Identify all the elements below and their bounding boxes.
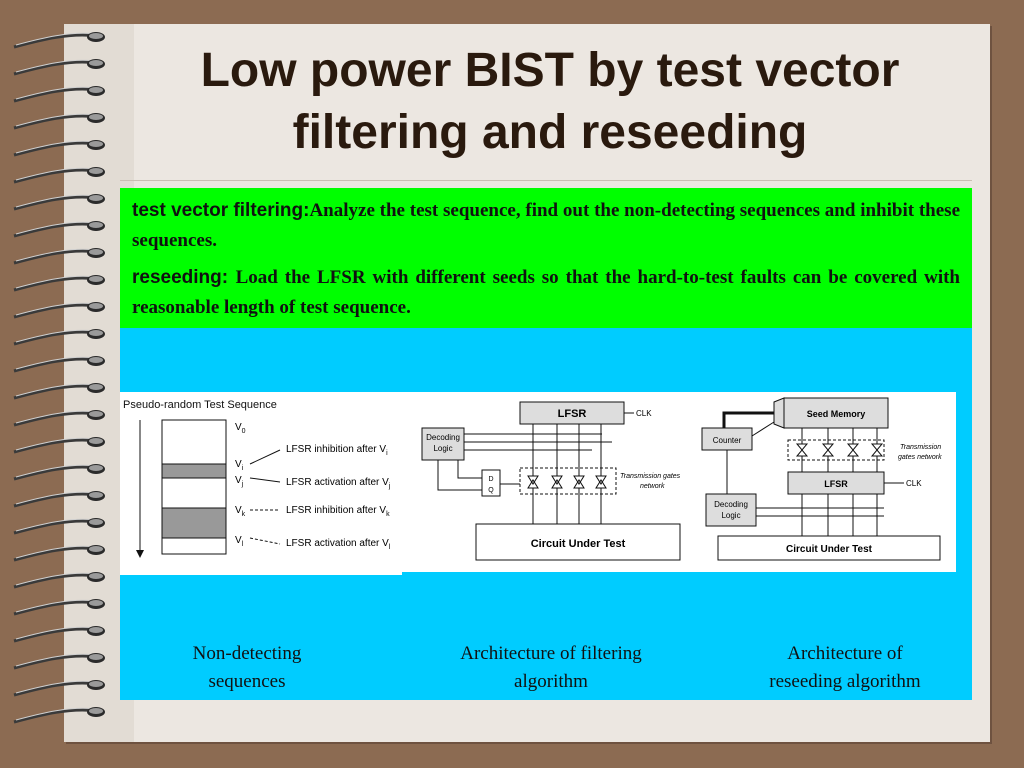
fig2-tg-label-2: network xyxy=(640,483,665,490)
fig3-clk-label: CLK xyxy=(906,479,922,488)
spiral-binding xyxy=(13,32,105,724)
fig2-lfsr-label: LFSR xyxy=(558,408,587,420)
fig1-block-vi-vj xyxy=(161,463,227,479)
binding-ring xyxy=(13,167,105,184)
binding-ring xyxy=(13,491,105,508)
fig2-decoding-label-2: Logic xyxy=(433,444,452,453)
fig1-label-inhibition-i: LFSR inhibition after Vi xyxy=(286,444,388,457)
title-line-1: Low power BIST by test vector xyxy=(200,44,900,97)
definitions-box: test vector filtering:Analyze the test s… xyxy=(120,188,972,328)
binding-ring xyxy=(13,113,105,130)
fig3-decoding-logic xyxy=(705,493,757,527)
binding-ring xyxy=(13,518,105,535)
figure-non-detecting-sequences: Pseudo-random Test Sequence V0 Vi Vj Vk … xyxy=(120,392,402,575)
fig2-clk-label: CLK xyxy=(636,409,652,418)
fig1-axis-arrow xyxy=(136,550,144,558)
binding-ring xyxy=(13,248,105,265)
fig3-decoding-label-1: Decoding xyxy=(714,500,748,509)
figure-reseeding-architecture: Seed Memory Counter xyxy=(694,392,956,572)
caption-filtering: Architecture of filtering algorithm xyxy=(460,643,642,692)
fig1-vl: Vl xyxy=(235,535,244,548)
fig1-vi: Vi xyxy=(235,459,244,472)
fig3-lfsr-label: LFSR xyxy=(824,479,848,489)
fig2-dff-d: D xyxy=(488,476,493,483)
fig1-heading: Pseudo-random Test Sequence xyxy=(123,399,277,411)
binding-ring xyxy=(13,329,105,346)
binding-ring xyxy=(13,545,105,562)
caption-reseeding: Architecture of reseeding algorithm xyxy=(769,643,921,692)
fig3-circuit-under-test xyxy=(717,535,941,561)
fig3-seed-memory xyxy=(783,397,889,429)
fig3-address-mux xyxy=(773,397,785,429)
fig1-label-inhibition-k: LFSR inhibition after Vk xyxy=(286,505,390,518)
binding-ring xyxy=(13,59,105,76)
fig1-label-activation-l: LFSR activation after Vl xyxy=(286,538,391,551)
slide-title: Low power BIST by test vector filtering … xyxy=(120,40,980,164)
fig1-label-activation-j: LFSR activation after Vj xyxy=(286,477,391,490)
fig3-decoding-label-2: Logic xyxy=(721,511,740,520)
title-divider xyxy=(120,180,972,181)
figure-1-diagram: Pseudo-random Test Sequence V0 Vi Vj Vk … xyxy=(123,399,391,558)
fig3-seed-memory-label: Seed Memory xyxy=(807,409,866,419)
fig3-tg-label-2: gates network xyxy=(898,454,942,461)
binding-ring xyxy=(13,707,105,724)
title-line-2: filtering and reseeding xyxy=(292,106,808,159)
fig3-cut-label: Circuit Under Test xyxy=(786,544,873,555)
fig2-dff-q: Q xyxy=(488,487,494,494)
fig1-v0: V0 xyxy=(235,422,246,435)
fig1-vj: Vj xyxy=(235,475,244,488)
binding-ring xyxy=(13,410,105,427)
binding-ring xyxy=(13,464,105,481)
fig2-d-flipflop xyxy=(481,469,501,497)
binding-ring xyxy=(13,626,105,643)
binding-ring xyxy=(13,599,105,616)
figure-filtering-architecture: LFSR CLK Decoding Logic D Q xyxy=(402,392,694,572)
fig2-tg-label-1: Transmission gates xyxy=(620,473,681,480)
fig2-cut-label: Circuit Under Test xyxy=(531,538,626,550)
binding-ring xyxy=(13,32,105,49)
fig3-tg-label-1: Transmission xyxy=(900,444,941,451)
binding-ring xyxy=(13,302,105,319)
term-reseeding: reseeding: xyxy=(132,267,236,288)
fig1-vk: Vk xyxy=(235,505,246,518)
fig3-counter-label: Counter xyxy=(713,436,742,445)
caption-non-detecting: Non-detecting sequences xyxy=(192,643,302,692)
binding-ring xyxy=(13,86,105,103)
binding-ring xyxy=(13,653,105,670)
figure-2-diagram: LFSR CLK Decoding Logic D Q xyxy=(421,401,681,561)
binding-ring xyxy=(13,140,105,157)
definition-reseeding: reseeding: Load the LFSR with different … xyxy=(132,263,960,323)
figure-3-diagram: Seed Memory Counter xyxy=(701,397,942,561)
binding-ring xyxy=(13,275,105,292)
fig1-block-vk-vl xyxy=(161,507,227,539)
binding-ring xyxy=(13,383,105,400)
binding-ring xyxy=(13,437,105,454)
fig2-decoding-logic-block xyxy=(421,427,465,461)
fig2-decoding-label-1: Decoding xyxy=(426,433,460,442)
fig3-transmission-gates xyxy=(787,439,885,461)
binding-ring xyxy=(13,680,105,697)
definition-filtering-text: Analyze the test sequence, find out the … xyxy=(132,200,960,251)
binding-ring xyxy=(13,356,105,373)
binding-ring xyxy=(13,194,105,211)
binding-ring xyxy=(13,572,105,589)
definition-filtering: test vector filtering:Analyze the test s… xyxy=(132,196,960,256)
definition-reseeding-text: Load the LFSR with different seeds so th… xyxy=(132,267,960,318)
binding-ring xyxy=(13,221,105,238)
term-filtering: test vector filtering: xyxy=(132,200,310,221)
fig2-circuit-under-test xyxy=(475,523,681,561)
